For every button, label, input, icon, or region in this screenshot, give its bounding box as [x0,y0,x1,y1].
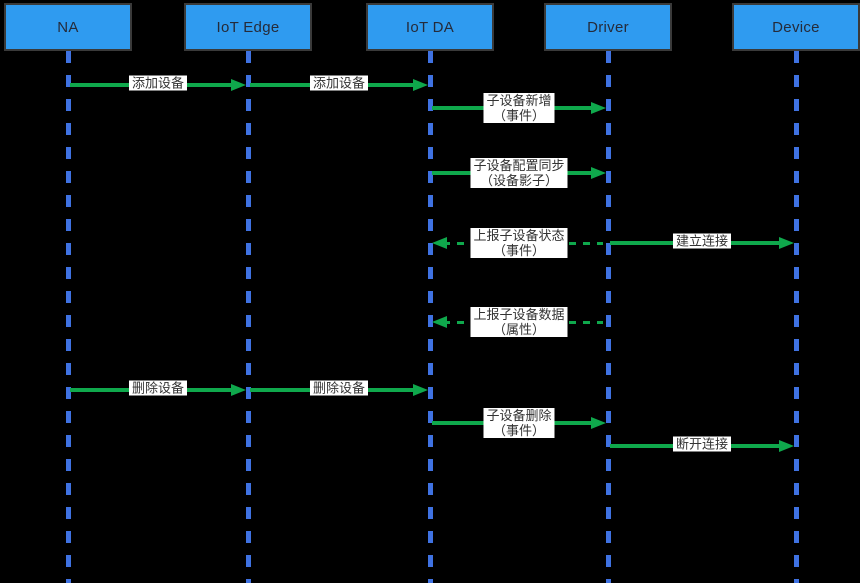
message-1-label-line: 添加设备 [312,75,366,91]
message-0-label-line: 添加设备 [131,75,185,91]
message-9-label-line: （事件） [492,423,546,438]
lifeline-iot-edge [246,51,251,583]
lifeline-iot-da [428,51,433,583]
message-7-arrowhead-icon [231,384,246,396]
actor-box-iot-edge: IoT Edge [184,3,312,51]
message-3-arrowhead-icon [591,167,606,179]
actor-label-driver: Driver [587,18,629,36]
message-9-arrowhead-icon [591,417,606,429]
actor-box-device: Device [732,3,860,51]
message-6-label-line: （属性） [492,322,546,337]
message-1-arrowhead-icon [413,79,428,91]
lifeline-device [794,51,799,583]
message-3-label-line: （设备影子） [479,173,559,188]
actor-box-driver: Driver [544,3,672,51]
message-10-label: 断开连接 [672,436,732,452]
message-4-label-line: （事件） [492,243,546,258]
actor-label-device: Device [772,18,820,36]
actor-label-na: NA [57,18,79,36]
message-10-label-line: 断开连接 [675,436,729,452]
message-6-label: 上报子设备数据（属性） [470,307,568,337]
message-6-label-line: 上报子设备数据 [473,307,565,322]
message-4-label-line: 上报子设备状态 [473,228,565,243]
message-0-arrowhead-icon [231,79,246,91]
message-2-arrowhead-icon [591,102,606,114]
message-2-label-line: （事件） [492,108,546,123]
lifeline-na [66,51,71,583]
message-4-arrowhead-icon [432,237,447,249]
message-8-label: 删除设备 [309,380,369,396]
message-3-label: 子设备配置同步（设备影子） [470,158,568,188]
message-2-label-line: 子设备新增 [486,93,552,108]
lifeline-driver [606,51,611,583]
message-5-arrowhead-icon [779,237,794,249]
message-9-label: 子设备删除（事件） [483,408,555,438]
message-4-label: 上报子设备状态（事件） [470,228,568,258]
actor-label-iot-edge: IoT Edge [216,18,280,36]
message-0-label: 添加设备 [128,75,188,91]
actor-label-iot-da: IoT DA [405,18,455,36]
message-3-label-line: 子设备配置同步 [473,158,565,173]
message-5-label-line: 建立连接 [675,233,729,249]
message-5-label: 建立连接 [672,233,732,249]
message-7-label: 删除设备 [128,380,188,396]
actor-box-iot-da: IoT DA [366,3,494,51]
message-10-arrowhead-icon [779,440,794,452]
message-7-label-line: 删除设备 [131,380,185,396]
message-6-arrowhead-icon [432,316,447,328]
actor-box-na: NA [4,3,132,51]
message-2-label: 子设备新增（事件） [483,93,555,123]
message-1-label: 添加设备 [309,75,369,91]
message-8-label-line: 删除设备 [312,380,366,396]
message-9-label-line: 子设备删除 [486,408,552,423]
message-8-arrowhead-icon [413,384,428,396]
